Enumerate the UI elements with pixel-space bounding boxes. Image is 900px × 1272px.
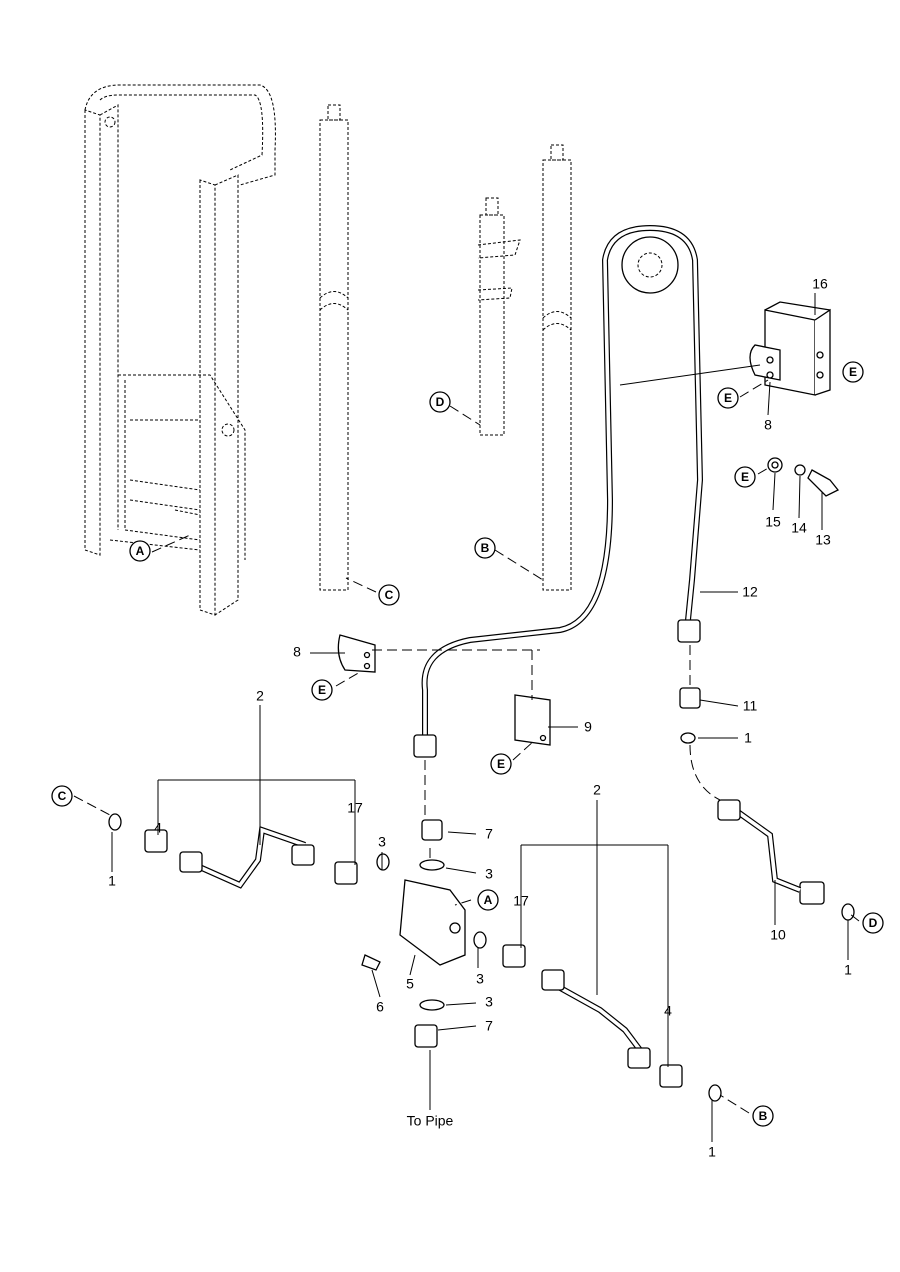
part-number: 17 (347, 800, 363, 816)
svg-text:C: C (58, 789, 67, 803)
callout-a: A (129, 540, 151, 562)
part-number: 10 (770, 927, 786, 943)
svg-text:E: E (849, 365, 857, 379)
svg-text:B: B (759, 1109, 768, 1123)
svg-text:D: D (436, 395, 445, 409)
svg-text:A: A (484, 893, 493, 907)
part-number: 6 (376, 999, 384, 1015)
cylinder-left (319, 104, 349, 591)
callout-e: E (311, 679, 333, 701)
svg-text:A: A (136, 544, 145, 558)
callout-c: C (378, 584, 400, 606)
callout-e: E (842, 361, 864, 383)
part-number: 3 (485, 866, 493, 882)
callout-b: B (474, 537, 496, 559)
part-number: 8 (764, 417, 772, 433)
part-number: 13 (815, 532, 831, 548)
clamp-8 (337, 634, 376, 673)
part-number: 2 (593, 782, 601, 798)
callout-e: E (490, 753, 512, 775)
part-number: 12 (742, 584, 758, 600)
svg-text:B: B (481, 541, 490, 555)
cylinder-free-lift (477, 197, 521, 436)
part-number: 1 (708, 1144, 716, 1160)
to-pipe-note: To Pipe (407, 1113, 454, 1129)
part-number: 8 (293, 644, 301, 660)
leader-lines (73, 293, 860, 1142)
part-number: 1 (744, 730, 752, 746)
part-number: 3 (476, 971, 484, 987)
pipes (179, 799, 802, 1069)
part-number: 1 (844, 962, 852, 978)
hose-assembly (413, 224, 704, 758)
callouts: A C D B E E E E E C A D B (51, 361, 884, 1127)
part-number: 9 (584, 719, 592, 735)
part-number: 3 (485, 994, 493, 1010)
part-number: 14 (791, 520, 807, 536)
part-number: 7 (485, 826, 493, 842)
callout-b: B (752, 1105, 774, 1127)
part-number: 7 (485, 1018, 493, 1034)
part-numbers: 16 8 15 14 13 12 8 9 11 1 2 4 17 3 7 3 1… (108, 276, 852, 1160)
part-number: 1 (108, 873, 116, 889)
svg-text:E: E (318, 683, 326, 697)
part-number: 3 (378, 834, 386, 850)
callout-d: D (429, 391, 451, 413)
fittings (108, 687, 855, 1102)
part-number: 11 (743, 698, 758, 714)
bracket-16 (749, 301, 831, 396)
svg-text:C: C (385, 588, 394, 602)
callout-e: E (717, 387, 739, 409)
part-number: 2 (256, 688, 264, 704)
callout-e: E (734, 466, 756, 488)
svg-text:E: E (497, 757, 505, 771)
svg-text:E: E (724, 391, 732, 405)
plate-9 (514, 694, 551, 746)
part-number: 17 (513, 893, 529, 909)
svg-text:D: D (869, 916, 878, 930)
part-number: 4 (664, 1003, 672, 1019)
mast-frame (84, 84, 276, 616)
screw-13-washers (767, 457, 840, 497)
cylinder-right (542, 144, 572, 591)
svg-text:E: E (741, 470, 749, 484)
part-number: 5 (406, 976, 414, 992)
part-number: 16 (812, 276, 828, 292)
part-number: 4 (154, 820, 162, 836)
callout-d: D (862, 912, 884, 934)
callout-a: A (477, 889, 499, 911)
callout-c: C (51, 785, 73, 807)
part-number: 15 (765, 514, 781, 530)
